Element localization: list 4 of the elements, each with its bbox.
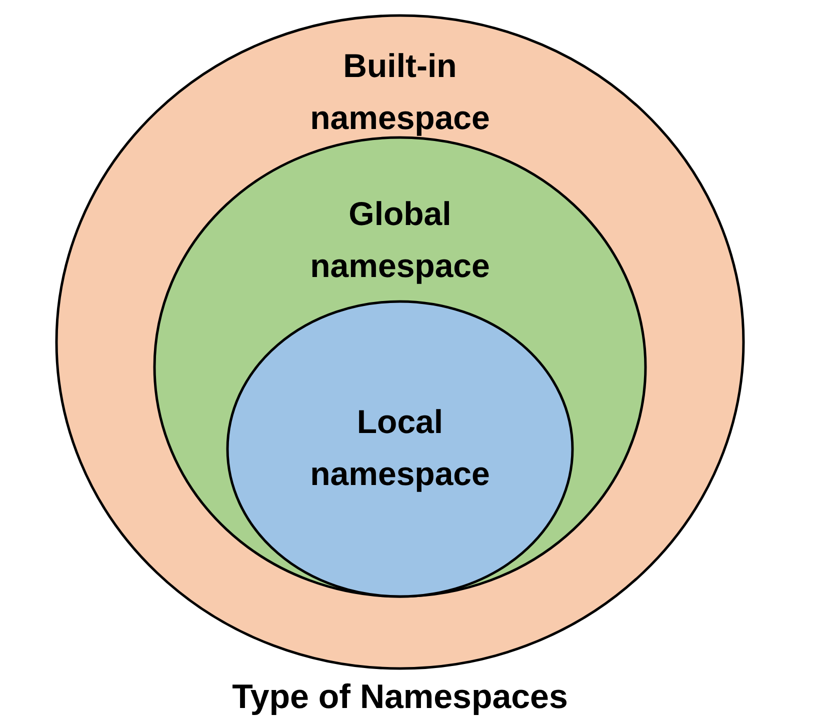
region-label: Local namespace — [309, 402, 491, 494]
caption: Type of Namespaces — [231, 678, 569, 717]
region-label: Global namespace — [309, 194, 491, 286]
region-label: Built-in namespace — [309, 46, 491, 138]
